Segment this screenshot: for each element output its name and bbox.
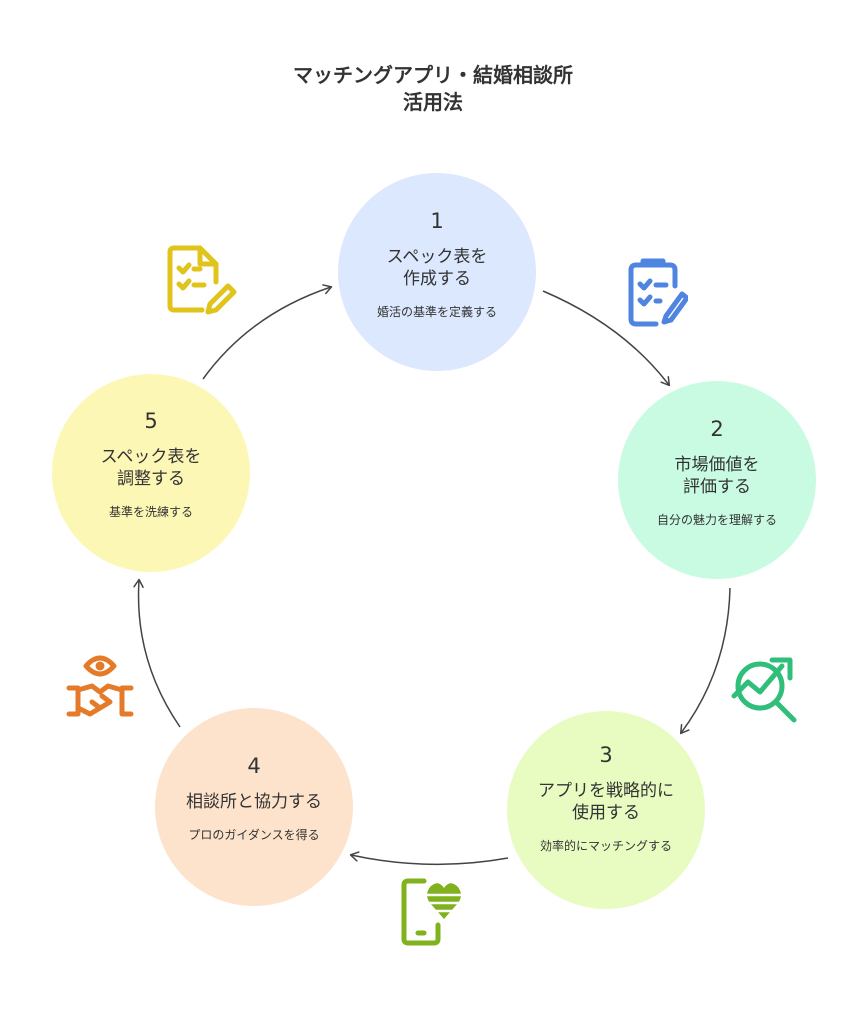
step-4-title: 相談所と協力する — [155, 791, 353, 813]
step-5-title-line-1: スペック表を — [100, 447, 202, 467]
handshake-eye-icon — [66, 655, 134, 717]
step-2-node: 2 市場価値を 評価する 自分の魅力を理解する — [618, 381, 816, 579]
step-5-description: 基準を洗練する — [108, 505, 193, 519]
step-2-title: 市場価値を 評価する — [618, 454, 816, 498]
step-3-node: 3 アプリを戦略的に 使用する 効率的にマッチングする — [507, 711, 705, 909]
arrow-step1-to-step2 — [542, 290, 671, 387]
phone-heart-icon — [401, 878, 462, 946]
step-1-description: 婚活の基準を定義する — [376, 305, 497, 319]
step-4-description: プロのガイダンスを得る — [188, 828, 320, 842]
step-5-node: 5 スペック表を 調整する 基準を洗練する — [52, 374, 250, 572]
title-line-2: 活用法 — [403, 90, 463, 114]
step-2-description: 自分の魅力を理解する — [656, 513, 777, 527]
arrow-step3-to-step4 — [349, 851, 509, 866]
step-1-title-line-2: 作成する — [403, 269, 471, 289]
step-1-title-line-1: スペック表を — [386, 247, 488, 267]
arrow-step4-to-step5 — [133, 578, 181, 728]
step-1-node: 1 スペック表を 作成する 婚活の基準を定義する — [338, 173, 536, 371]
step-3-title-line-1: アプリを戦略的に — [538, 781, 674, 801]
step-5-title-line-2: 調整する — [117, 469, 185, 489]
step-1-number: 1 — [430, 209, 444, 233]
arrow-step5-to-step1 — [202, 284, 333, 380]
title-line-1: マッチングアプリ・結婚相談所 — [293, 63, 573, 87]
step-5-number: 5 — [144, 409, 158, 433]
step-3-number: 3 — [599, 743, 613, 767]
step-3-description: 効率的にマッチングする — [539, 839, 672, 853]
step-3-title-line-2: 使用する — [572, 803, 640, 823]
step-4-title-line-1: 相談所と協力する — [186, 792, 322, 812]
step-2-title-line-1: 市場価値を — [674, 455, 760, 475]
step-3-title: アプリを戦略的に 使用する — [507, 780, 705, 824]
step-2-number: 2 — [710, 417, 724, 441]
arrow-step2-to-step3 — [679, 587, 731, 735]
step-4-number: 4 — [247, 754, 261, 778]
clipboard-edit-icon — [628, 258, 688, 327]
step-2-title-line-2: 評価する — [683, 477, 751, 497]
diagram-title: マッチングアプリ・結婚相談所 活用法 — [0, 62, 866, 116]
step-4-node: 4 相談所と協力する プロのガイダンスを得る — [155, 708, 353, 906]
step-5-title: スペック表を 調整する — [52, 446, 250, 490]
step-1-title: スペック表を 作成する — [338, 246, 536, 290]
checklist-pencil-icon — [167, 245, 237, 315]
analytics-search-icon — [731, 657, 797, 723]
